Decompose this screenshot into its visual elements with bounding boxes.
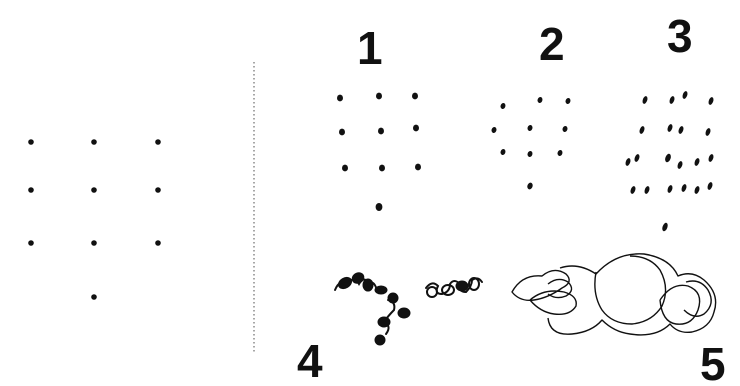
dot [28, 139, 34, 145]
dot [155, 187, 161, 193]
dot [526, 182, 533, 190]
dot [630, 185, 637, 194]
outline-stroke [548, 254, 716, 335]
dot [339, 129, 345, 136]
dot [562, 125, 569, 132]
panel-label-4: 4 [297, 335, 323, 386]
panel-1-dot-grid [337, 93, 421, 211]
dot [342, 165, 348, 172]
scribble-blob [456, 281, 468, 291]
dot [376, 203, 383, 211]
dot [681, 183, 688, 192]
dot [667, 123, 674, 132]
panel-label-2: 2 [539, 18, 565, 70]
dot [415, 164, 421, 171]
dot [634, 153, 641, 162]
dot [694, 185, 701, 194]
dot [705, 127, 712, 136]
dot [413, 125, 419, 132]
dot [527, 124, 534, 131]
dot [565, 97, 572, 104]
panel-label-1: 1 [357, 22, 383, 74]
dot [527, 150, 534, 157]
dot [337, 95, 343, 102]
dot [707, 181, 714, 190]
panel-label-5: 5 [700, 338, 726, 386]
dot [678, 125, 685, 134]
reference-dot-grid [28, 139, 161, 300]
dot [91, 139, 97, 145]
dot [682, 90, 689, 99]
dot [412, 93, 418, 100]
dot [694, 157, 701, 166]
scribble-loop [427, 287, 437, 297]
dot [28, 187, 34, 193]
dot [379, 165, 385, 172]
scribble-blob [375, 335, 385, 345]
dot [91, 294, 97, 300]
dot [155, 139, 161, 145]
panel-3-dot-grid [625, 90, 715, 231]
outline-stroke [530, 291, 576, 314]
dot [91, 240, 97, 246]
dot [661, 222, 669, 232]
dot [639, 125, 646, 134]
dot [378, 128, 384, 135]
dot [91, 187, 97, 193]
dot [557, 149, 564, 156]
outline-stroke [595, 256, 666, 324]
dot [537, 96, 544, 103]
dot [500, 102, 507, 109]
dot [625, 157, 632, 166]
dot [667, 184, 674, 193]
dot [669, 95, 676, 104]
scribble-blob [398, 308, 410, 318]
dot [677, 160, 684, 169]
panel-2-dot-grid [491, 96, 572, 190]
panel-5-outline-scribble [512, 254, 716, 335]
dot [664, 153, 672, 163]
panel-4-scribble [335, 271, 482, 345]
panel-label-3: 3 [667, 10, 693, 62]
outline-stroke [512, 270, 569, 300]
dot [642, 95, 649, 104]
dot [155, 240, 161, 246]
dot [708, 153, 715, 162]
dot [28, 240, 34, 246]
dot [644, 185, 651, 194]
dot [491, 126, 498, 133]
dot [708, 96, 715, 105]
dot [500, 148, 507, 155]
dot [376, 93, 382, 100]
